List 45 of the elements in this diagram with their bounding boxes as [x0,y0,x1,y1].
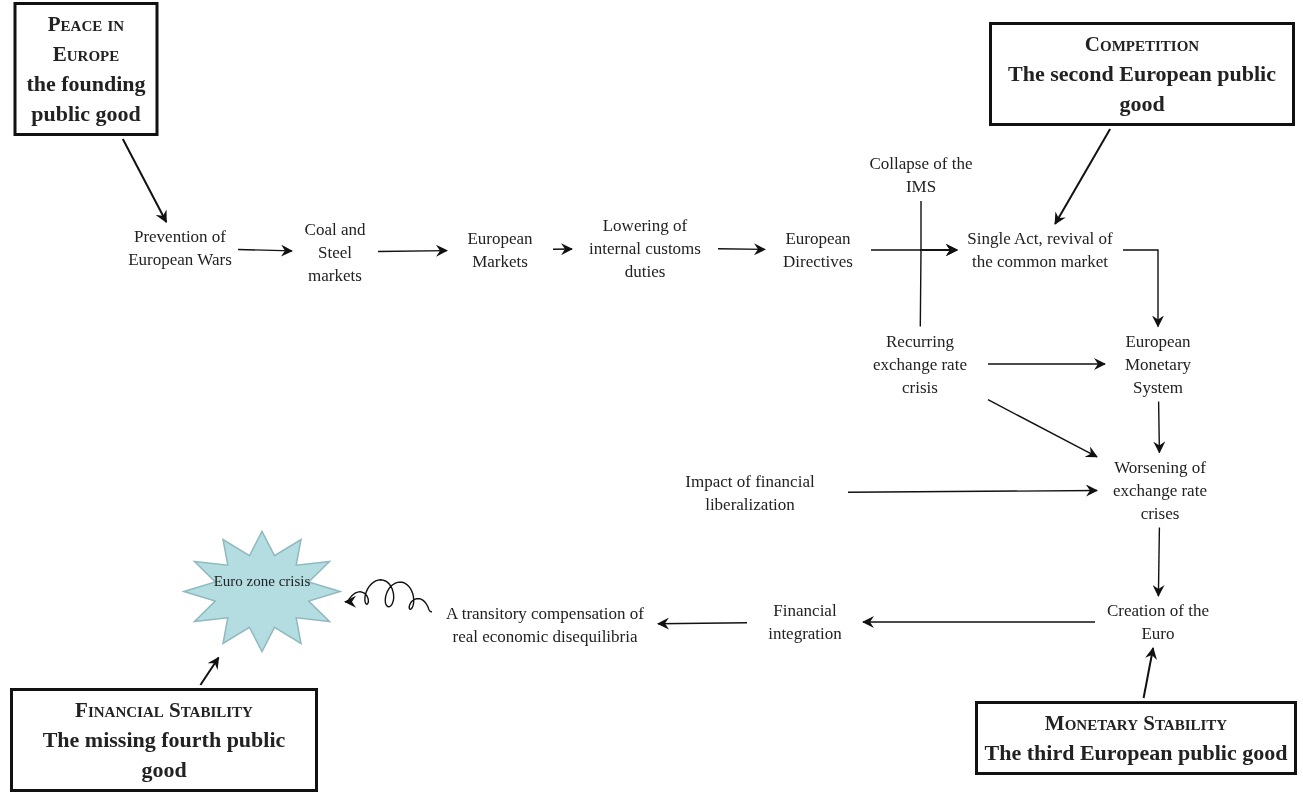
node-label: Lowering of internal customs duties [575,213,715,283]
box-heading: Peace in Europe [46,11,126,68]
node-label: A transitory compensation of real economic disequilibria [435,602,655,648]
arrow [1122,249,1164,328]
box-heading: Competition [1083,31,1201,58]
arrow [657,617,748,630]
node-label: European Monetary System [1108,329,1208,399]
heading-box [10,688,318,792]
arrow [1054,128,1112,225]
arrow [987,399,1098,458]
node-label: Financial integration [750,599,860,645]
arrow [919,244,958,328]
node-label: Impact of financial liberalization [655,470,845,516]
heading-box [975,701,1297,775]
arrow [377,244,448,257]
arrow [987,358,1106,370]
box-text: The second European public good [1007,60,1277,118]
arrow [237,244,293,257]
node-label: Recurring exchange rate crisis [855,329,985,399]
arrow [552,243,573,256]
node-label: Coal and Steel markets [295,217,375,287]
box-heading: Monetary Stability [1043,710,1229,737]
node-label: European Markets [450,227,550,273]
arrow [847,484,1098,497]
heading-box [13,2,159,136]
arrow [1153,400,1166,454]
box-heading: Financial Stability [74,697,254,724]
node-label: Euro zone crisis [212,571,312,591]
box-text: The third European public good [984,739,1288,767]
arrow [199,656,220,686]
arrow [1152,526,1165,597]
node-label: Creation of the Euro [1098,599,1218,645]
arrow [862,616,1096,628]
arrow [717,243,766,256]
node-label: Single Act, revival of the common market [960,227,1120,273]
curly-arrow [344,579,433,613]
box-text: the founding public good [25,70,147,128]
heading-box [989,22,1295,126]
box-text: The missing fourth public good [41,726,287,784]
node-label: Collapse of the IMS [866,152,976,198]
node-label: Worsening of exchange rate crises [1100,455,1220,525]
arrow [1142,647,1157,699]
node-label: Prevention of European Wars [125,225,235,271]
node-label: European Directives [768,227,868,273]
arrow [121,138,168,223]
